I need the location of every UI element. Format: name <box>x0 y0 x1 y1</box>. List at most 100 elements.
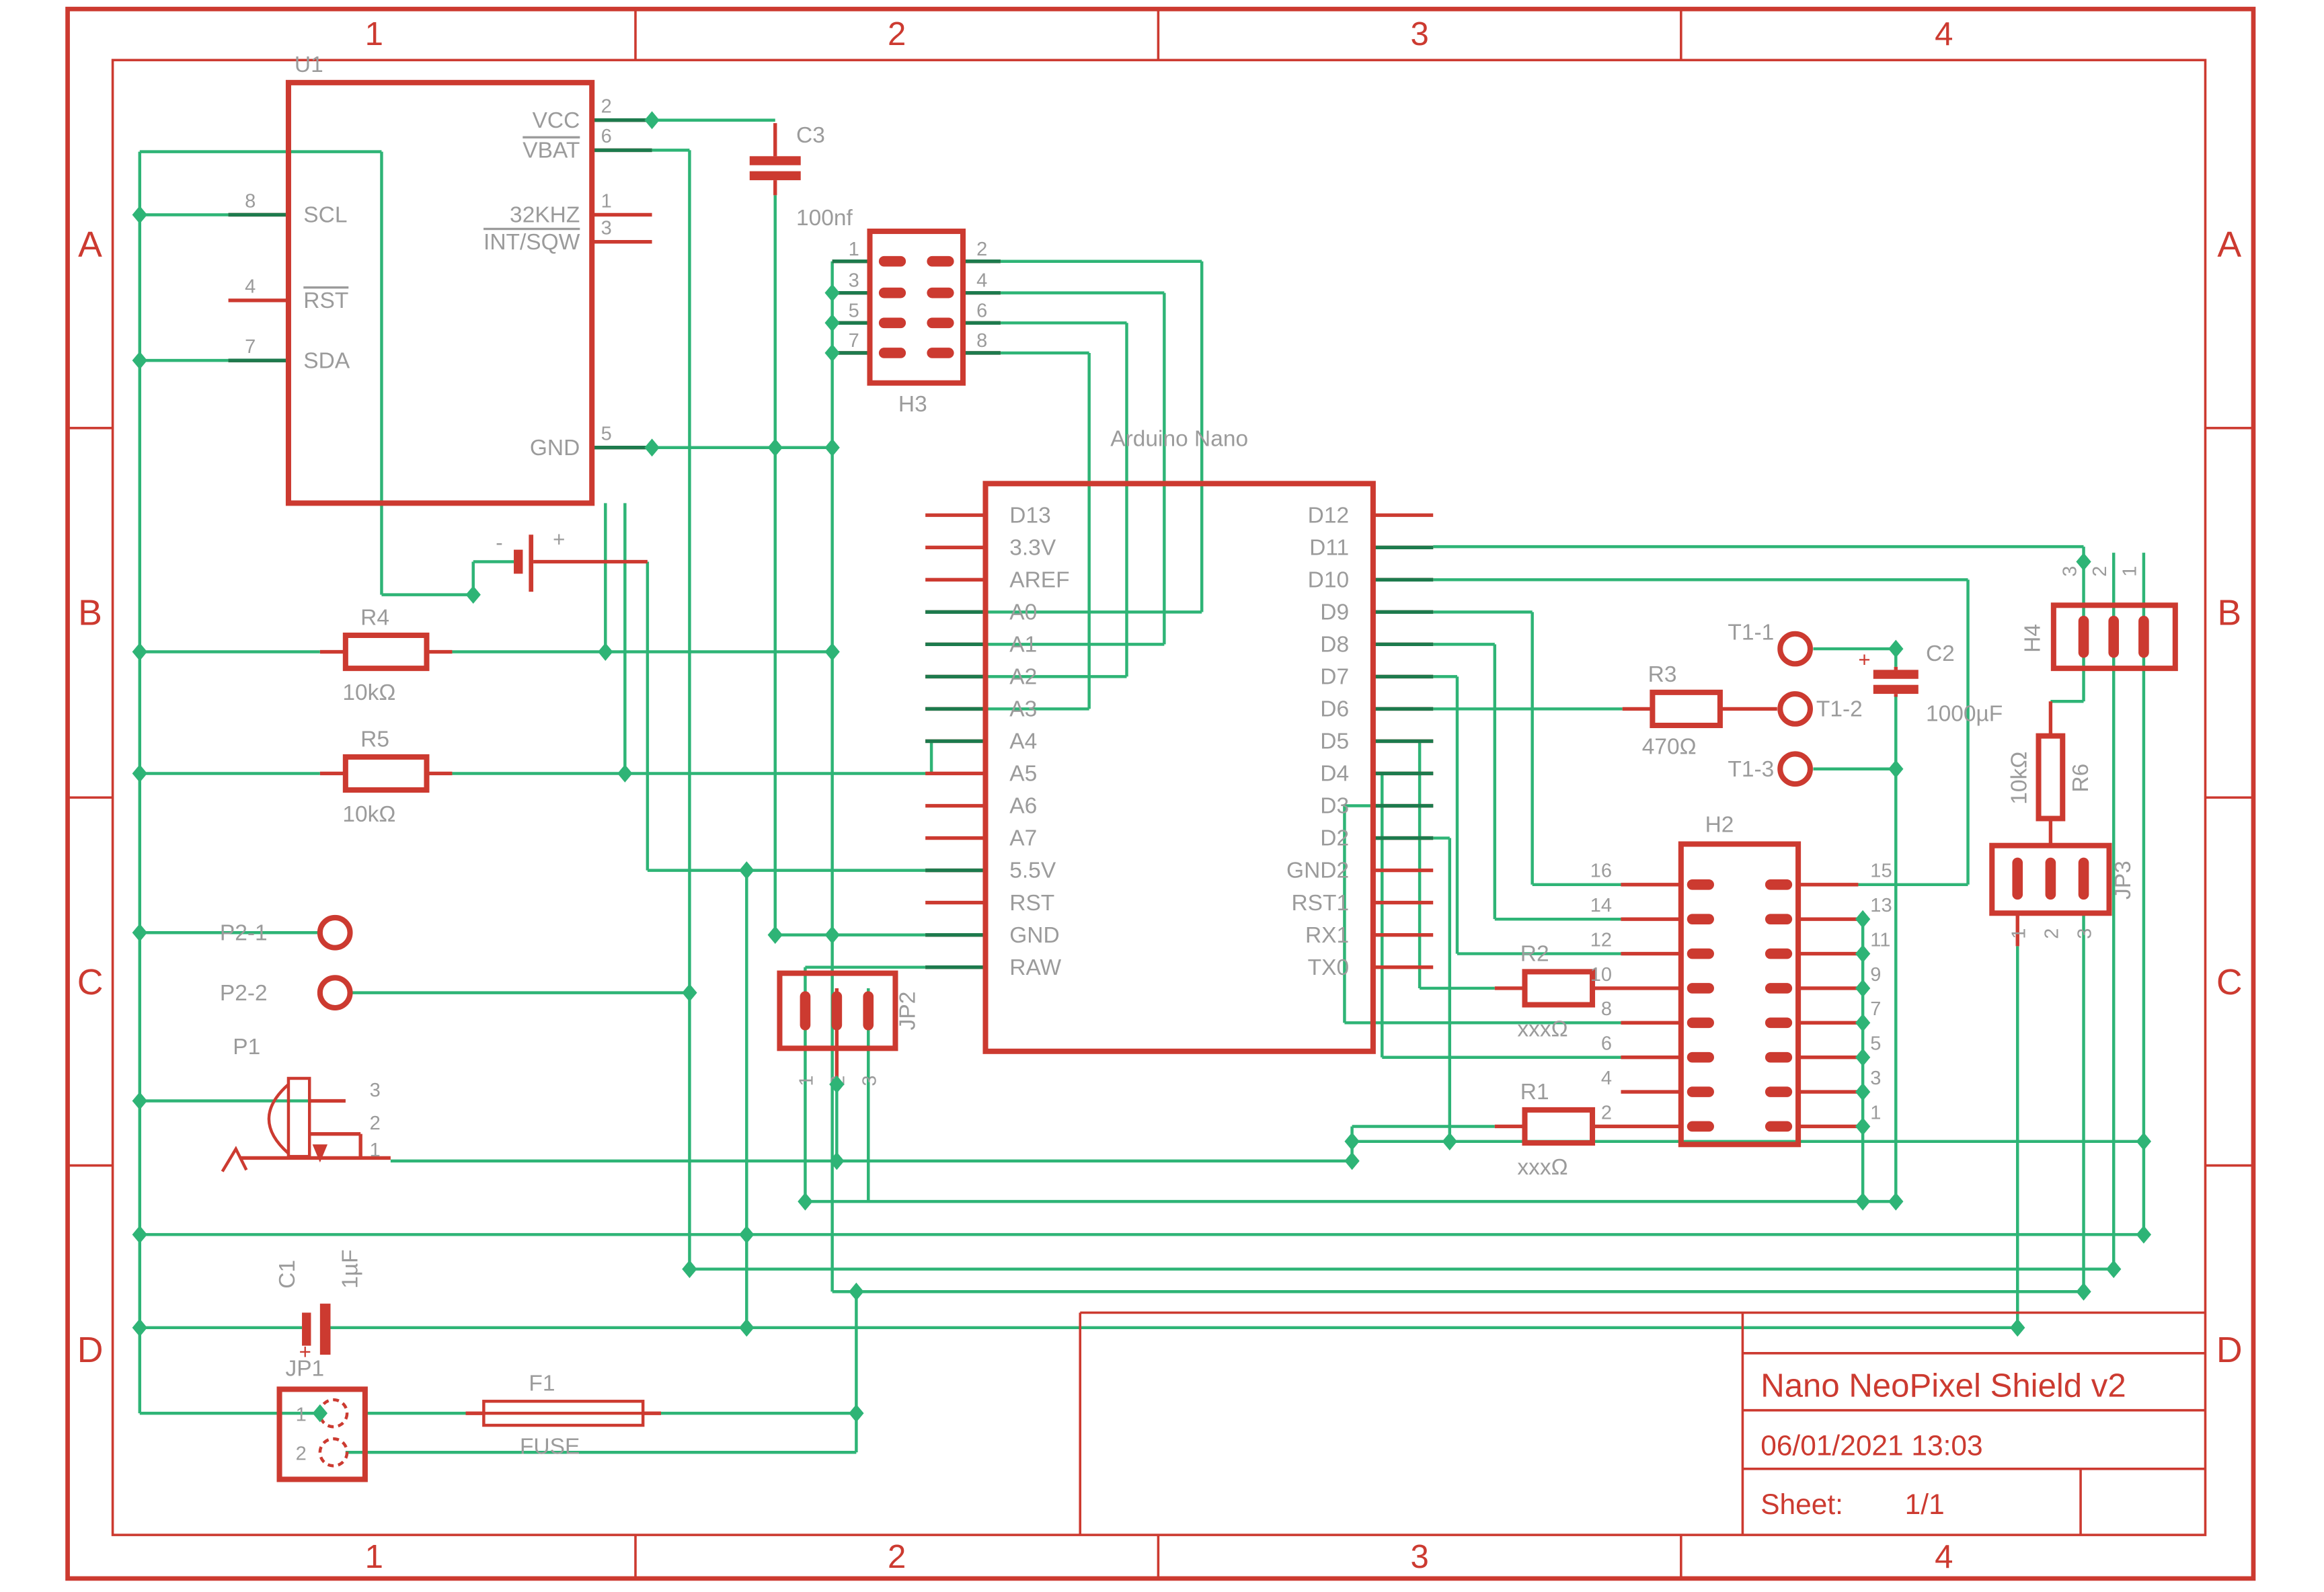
component-r6[interactable]: 10kΩ R6 <box>2007 733 2094 822</box>
h2-pin-12: 12 <box>1590 929 1612 951</box>
jp1-ref: JP1 <box>285 1356 324 1381</box>
h2-pin-5: 5 <box>1870 1033 1881 1055</box>
frame-col-2-top: 2 <box>888 16 906 52</box>
jp3-body[interactable] <box>1989 842 2112 916</box>
nano-pin-d13: D13 <box>1009 503 1050 528</box>
h4-body[interactable] <box>2050 602 2178 672</box>
c1-ref: C1 <box>275 1260 300 1289</box>
t1-2-pad[interactable] <box>1777 691 1813 727</box>
nano-pin-d6: D6 <box>1320 697 1349 722</box>
h2-pin-6: 6 <box>1601 1033 1612 1055</box>
t1-3-pad[interactable] <box>1777 751 1813 787</box>
component-p2[interactable]: P2-1 P2-2 <box>220 914 353 1011</box>
nano-pin-5v5: 5.5V <box>1009 859 1056 883</box>
h3-body[interactable] <box>867 229 966 386</box>
h3-pin-2: 2 <box>976 239 987 260</box>
h2-body[interactable] <box>1678 841 1802 1148</box>
nano-pin-3v3: 3.3V <box>1009 535 1056 560</box>
component-arduino-nano[interactable]: Arduino Nano D13 3.3V AREF A0 A1 A2 A3 A… <box>982 426 1376 1054</box>
u1-pin-rst: RST <box>303 288 348 313</box>
component-r1[interactable]: R1 xxxΩ <box>1517 1080 1596 1180</box>
component-jp2[interactable]: JP2 1 2 3 <box>777 970 921 1086</box>
r1-ref: R1 <box>1520 1080 1549 1105</box>
nano-pin-d7: D7 <box>1320 665 1349 690</box>
battery-plus-label: + <box>553 528 565 551</box>
component-u1[interactable]: U1 SCL RST SDA VCC VBAT 32KHZ INT/SQW GN… <box>245 52 612 506</box>
h2-pin-14: 14 <box>1590 895 1612 916</box>
r3-body[interactable] <box>1650 689 1723 729</box>
t1-2-label: T1-2 <box>1816 697 1863 722</box>
h3-pin-5: 5 <box>849 300 859 321</box>
u1-pin-sda: SDA <box>303 348 350 373</box>
u1-pin-number-6: 6 <box>601 126 612 147</box>
h2-pin-1: 1 <box>1870 1102 1881 1123</box>
c1-value: 1µF <box>338 1249 363 1288</box>
u1-body[interactable] <box>285 79 595 506</box>
component-p1[interactable]: P1 3 2 1 <box>221 1035 381 1172</box>
f1-value: FUSE <box>520 1434 580 1459</box>
component-h2[interactable]: H2 16 14 12 10 8 6 4 2 15 13 11 9 7 5 3 … <box>1590 813 1892 1148</box>
p2-1-label: P2-1 <box>220 920 268 945</box>
nano-body[interactable] <box>982 481 1376 1054</box>
frame-col-2-bottom: 2 <box>888 1539 906 1575</box>
nano-pin-d8: D8 <box>1320 633 1349 658</box>
nano-pin-d12: D12 <box>1308 503 1349 528</box>
title-block-lines <box>1079 1311 2206 1536</box>
component-h3[interactable]: 1 3 5 7 2 4 6 8 H3 <box>849 229 988 417</box>
component-t1[interactable]: T1-1 T1-2 T1-3 <box>1728 621 1863 787</box>
h3-pin-7: 7 <box>849 330 859 352</box>
r5-body[interactable] <box>342 754 430 793</box>
component-r3[interactable]: R3 470Ω <box>1642 662 1723 759</box>
r2-body[interactable] <box>1522 969 1596 1008</box>
nano-pin-rst1: RST1 <box>1291 891 1349 916</box>
component-c3[interactable]: C3 100nf <box>749 123 853 231</box>
title-block-sheet-value: 1/1 <box>1905 1488 1945 1520</box>
frame-col-1-top: 1 <box>365 16 383 52</box>
jp3-pin-3: 3 <box>2075 928 2096 939</box>
r4-body[interactable] <box>342 632 430 672</box>
r5-ref: R5 <box>360 727 389 752</box>
component-jp1[interactable]: JP1 1 2 <box>276 1356 368 1482</box>
c1-plus: + <box>299 1341 311 1364</box>
p2-1-pad[interactable] <box>317 914 353 951</box>
p1-pin-3: 3 <box>370 1080 381 1101</box>
r3-ref: R3 <box>1648 662 1677 687</box>
h2-pin-2: 2 <box>1601 1102 1612 1123</box>
p2-2-pad[interactable] <box>317 975 353 1011</box>
component-r4[interactable]: R4 10kΩ <box>342 605 430 705</box>
jp2-ref: JP2 <box>896 992 921 1031</box>
c2-ref: C2 <box>1926 641 1955 666</box>
nano-pin-a0: A0 <box>1009 600 1037 625</box>
component-c1[interactable]: + C1 1µF <box>275 1249 363 1363</box>
jp1-pin-2: 2 <box>296 1443 307 1464</box>
component-jp3[interactable]: JP3 1 2 3 <box>1989 842 2136 939</box>
frame-ticks <box>67 9 2253 1579</box>
jp2-body[interactable] <box>777 970 898 1051</box>
nano-pin-gnd: GND <box>1009 923 1059 948</box>
frame-row-d-right: D <box>2216 1330 2243 1370</box>
nano-pin-d3: D3 <box>1320 794 1349 819</box>
component-f1[interactable]: F1 FUSE <box>482 1371 645 1460</box>
component-c2[interactable]: + C2 1000µF <box>1858 641 2003 726</box>
r1-body[interactable] <box>1522 1107 1596 1146</box>
connected-pin-overlays <box>228 118 1434 969</box>
r6-body[interactable] <box>2036 733 2066 822</box>
u1-ref: U1 <box>295 52 323 77</box>
component-r2[interactable]: R2 xxxΩ <box>1517 942 1596 1042</box>
t1-1-pad[interactable] <box>1777 631 1813 667</box>
r1-value: xxxΩ <box>1517 1155 1567 1180</box>
component-r5[interactable]: R5 10kΩ <box>342 727 430 827</box>
jp1-body[interactable] <box>276 1386 368 1482</box>
frame-col-4-top: 4 <box>1935 16 1953 52</box>
r6-value: 10kΩ <box>2007 752 2032 805</box>
component-h4[interactable]: H4 3 2 1 <box>2021 566 2178 672</box>
nano-pin-a6: A6 <box>1009 794 1037 819</box>
u1-pin-32khz: 32KHZ <box>510 203 580 228</box>
p1-pin-1: 1 <box>370 1140 381 1161</box>
battery-minus-label: - <box>496 531 502 555</box>
net-wires <box>138 118 2146 1454</box>
component-battery[interactable]: - + <box>496 528 565 592</box>
c2-value: 1000µF <box>1926 701 2003 726</box>
frame-col-4-bottom: 4 <box>1935 1539 1953 1575</box>
